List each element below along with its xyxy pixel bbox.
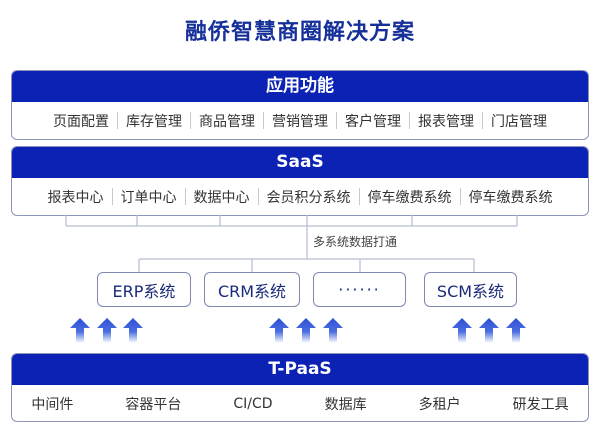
divider: [184, 188, 186, 205]
tpaas-header: T-PaaS: [12, 354, 588, 385]
saas-layer: SaaS 报表中心 订单中心 数据中心 会员积分系统 停车缴费系统 停车缴费系统: [11, 146, 589, 216]
divider: [358, 188, 360, 205]
saas-item: 会员积分系统: [266, 189, 351, 206]
saas-item: 订单中心: [120, 189, 177, 206]
app-item: 报表管理: [418, 113, 474, 130]
arrow-up-icon: [479, 318, 499, 343]
arrow-up-icon: [123, 318, 143, 343]
saas-items: 报表中心 订单中心 数据中心 会员积分系统 停车缴费系统 停车缴费系统: [12, 178, 588, 215]
saas-header: SaaS: [12, 147, 588, 178]
app-functions-layer: 应用功能 页面配置 库存管理 商品管理 营销管理 客户管理 报表管理 门店管理: [11, 70, 589, 140]
tpaas-item: 中间件: [31, 396, 74, 413]
tpaas-item: 容器平台: [125, 396, 182, 413]
app-item: 商品管理: [199, 113, 255, 130]
saas-item: 数据中心: [193, 189, 250, 206]
divider: [263, 112, 264, 129]
arrow-up-icon: [269, 318, 289, 343]
system-box-scm: SCM系统: [424, 272, 517, 307]
arrow-up-icon: [506, 318, 526, 343]
arrow-up-icon: [97, 318, 117, 343]
app-item: 库存管理: [126, 113, 182, 130]
tpaas-layer: T-PaaS 中间件 容器平台 CI/CD 数据库 多租户 研发工具: [11, 353, 589, 422]
app-item: 营销管理: [272, 113, 328, 130]
divider: [336, 112, 337, 129]
divider: [111, 188, 113, 205]
tpaas-item: CI/CD: [233, 395, 273, 412]
saas-item: 停车缴费系统: [468, 189, 553, 206]
app-item: 页面配置: [53, 113, 109, 130]
arrow-up-icon: [296, 318, 316, 343]
app-item: 客户管理: [345, 113, 401, 130]
system-box-erp: ERP系统: [97, 272, 191, 307]
divider: [190, 112, 191, 129]
divider: [409, 112, 410, 129]
app-functions-items: 页面配置 库存管理 商品管理 营销管理 客户管理 报表管理 门店管理: [12, 102, 588, 139]
saas-item: 停车缴费系统: [367, 189, 452, 206]
app-item: 门店管理: [491, 113, 547, 130]
tpaas-item: 数据库: [324, 396, 367, 413]
tpaas-items: 中间件 容器平台 CI/CD 数据库 多租户 研发工具: [12, 385, 588, 421]
page-title: 融侨智慧商圈解决方案: [184, 20, 415, 45]
arrow-up-icon: [452, 318, 472, 343]
data-integration-label: 多系统数据打通: [313, 235, 398, 249]
arrow-up-icon: [70, 318, 90, 343]
divider: [117, 112, 118, 129]
arrow-up-icon: [323, 318, 343, 343]
divider: [482, 112, 483, 129]
system-box-crm: CRM系统: [204, 272, 300, 307]
divider: [257, 188, 259, 205]
system-box-more: ······: [313, 272, 406, 307]
app-functions-header: 应用功能: [12, 71, 588, 102]
tpaas-item: 研发工具: [512, 396, 569, 413]
tpaas-item: 多租户: [418, 396, 461, 413]
divider: [459, 188, 461, 205]
saas-item: 报表中心: [47, 189, 104, 206]
